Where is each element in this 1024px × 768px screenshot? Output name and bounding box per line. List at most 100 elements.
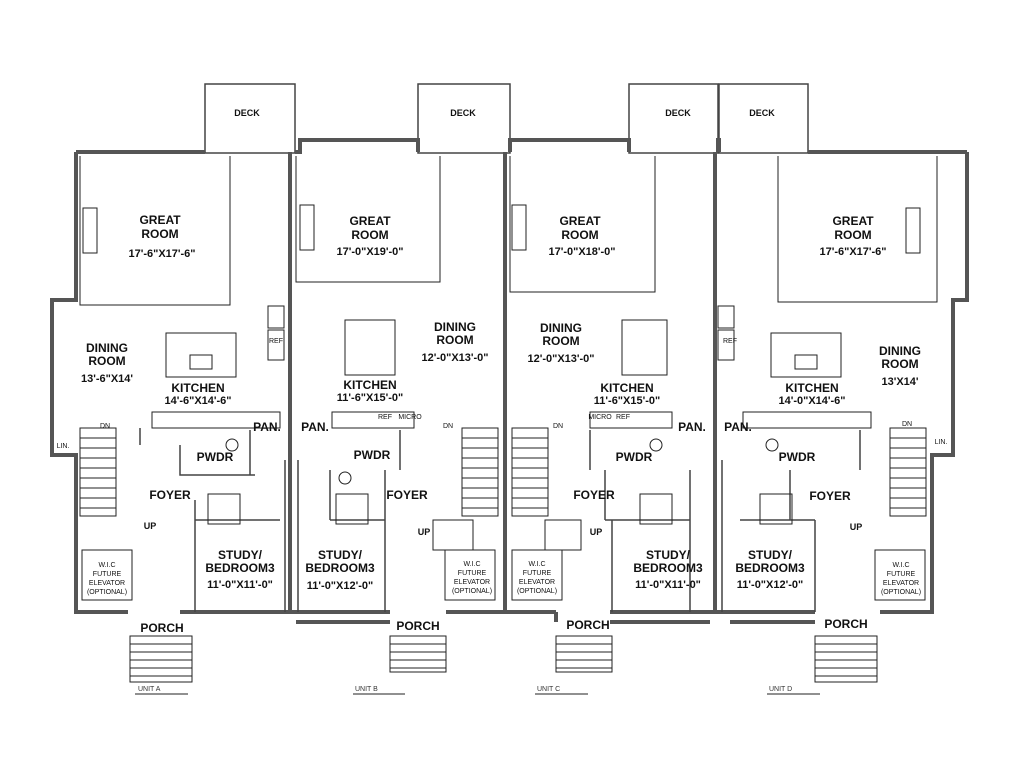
kitchen-dims: 14'-6"X14'-6" <box>164 395 231 407</box>
svg-text:ELEVATOR: ELEVATOR <box>519 579 555 586</box>
kitchen-label: KITCHEN <box>171 381 224 395</box>
unit-b-labels: GREAT ROOM 17'-0"X19'-0" DINING ROOM 12'… <box>301 214 492 693</box>
deck-unit-d: DECK <box>718 83 809 154</box>
study-label: STUDY/ <box>318 548 363 562</box>
kitchen-label: KITCHEN <box>600 381 653 395</box>
study-label: BEDROOM3 <box>633 561 703 575</box>
porch-label: PORCH <box>140 621 183 635</box>
stair-unit-d <box>889 427 927 517</box>
svg-text:FUTURE: FUTURE <box>523 570 552 577</box>
dining-room-label: DINING <box>879 344 921 358</box>
porch-label: PORCH <box>396 619 439 633</box>
dining-room-label: ROOM <box>542 334 579 348</box>
foyer-label: FOYER <box>149 488 191 502</box>
dining-room-label: ROOM <box>881 357 918 371</box>
deck-label: DECK <box>749 108 775 118</box>
unit-name: UNIT C <box>537 686 560 693</box>
svg-text:FUTURE: FUTURE <box>93 571 122 578</box>
study-label: STUDY/ <box>646 548 691 562</box>
linen-label: LIN. <box>935 439 948 446</box>
stair-down-label: DN <box>443 423 453 430</box>
stair-down-label: DN <box>100 423 110 430</box>
svg-text:ELEVATOR: ELEVATOR <box>454 579 490 586</box>
svg-text:(OPTIONAL): (OPTIONAL) <box>87 589 127 596</box>
deck-label: DECK <box>450 108 476 118</box>
powder-label: PWDR <box>354 448 391 462</box>
stair-unit-b <box>432 427 499 551</box>
dining-room-label: ROOM <box>436 333 473 347</box>
stair-down-label: DN <box>553 423 563 430</box>
wic-label: W.I.C <box>463 561 480 568</box>
unit-a-labels: GREAT ROOM 17'-6"X17'-6" DINING ROOM 13'… <box>57 213 281 693</box>
great-room-label: GREAT <box>139 213 181 227</box>
stair-up-label: UP <box>144 521 157 531</box>
building-outline <box>50 138 969 624</box>
svg-text:(OPTIONAL): (OPTIONAL) <box>452 588 492 595</box>
great-room-label: ROOM <box>351 228 388 242</box>
dining-room-dims: 13'X14' <box>881 376 918 388</box>
great-room-label: GREAT <box>832 214 874 228</box>
kitchen-dims: 11'-6"X15'-0" <box>594 395 660 407</box>
great-room-label: GREAT <box>559 214 601 228</box>
refrigerator-label: REF <box>723 338 737 345</box>
kitchen-label: KITCHEN <box>343 378 396 392</box>
foyer-label: FOYER <box>573 488 615 502</box>
stair-up-label: UP <box>418 527 431 537</box>
pantry-label: PAN. <box>724 420 752 434</box>
study-dims: 11'-0"X12'-0" <box>737 579 803 591</box>
unit-d-labels: GREAT ROOM 17'-6"X17'-6" DINING ROOM 13'… <box>724 214 947 693</box>
island-unit-a <box>165 332 237 378</box>
stair-down-label: DN <box>902 421 912 428</box>
stair-up-label: UP <box>590 527 603 537</box>
wic-box-unit-a <box>81 549 133 601</box>
svg-text:FUTURE: FUTURE <box>887 571 916 578</box>
study-label: BEDROOM3 <box>305 561 375 575</box>
unit-c-labels: GREAT ROOM 17'-0"X18'-0" DINING ROOM 12'… <box>517 214 706 693</box>
deck-unit-c: DECK <box>628 83 719 154</box>
svg-text:(OPTIONAL): (OPTIONAL) <box>517 588 557 595</box>
study-dims: 11'-0"X11'-0" <box>207 579 273 591</box>
powder-label: PWDR <box>779 450 816 464</box>
wic-label: W.I.C <box>892 562 909 569</box>
refrigerator-label: REF <box>269 338 283 345</box>
study-label: BEDROOM3 <box>205 561 275 575</box>
stairs <box>79 427 927 683</box>
linen-label: LIN. <box>57 443 70 450</box>
wic-box-unit-d <box>874 549 926 601</box>
pantry-label: PAN. <box>301 420 329 434</box>
island-unit-c <box>621 319 668 376</box>
dining-room-dims: 12'-0"X13'-0" <box>421 352 488 364</box>
deck-label: DECK <box>234 108 260 118</box>
refrigerator-label: REF <box>616 414 630 421</box>
kitchen-dims: 11'-6"X15'-0" <box>337 392 403 404</box>
unit-name: UNIT B <box>355 686 378 693</box>
great-room-label: ROOM <box>141 227 178 241</box>
svg-text:ELEVATOR: ELEVATOR <box>89 580 125 587</box>
great-room-dims: 17'-0"X19'-0" <box>336 246 403 258</box>
great-room-outlines <box>79 156 938 306</box>
refrigerator-label: REF <box>378 414 392 421</box>
deck-unit-b: DECK <box>417 83 511 154</box>
study-dims: 11'-0"X11'-0" <box>635 579 701 591</box>
great-room-label: ROOM <box>561 228 598 242</box>
dining-room-label: ROOM <box>88 354 125 368</box>
foyer-label: FOYER <box>809 489 851 503</box>
study-dims: 11'-0"X12'-0" <box>307 580 373 592</box>
wic-box-unit-b <box>444 549 496 601</box>
dining-room-dims: 13'-6"X14' <box>81 373 133 385</box>
dining-room-label: DINING <box>434 320 476 334</box>
great-room-dims: 17'-6"X17'-6" <box>128 248 195 260</box>
pantry-label: PAN. <box>678 420 706 434</box>
island-unit-d <box>770 332 842 378</box>
svg-text:ELEVATOR: ELEVATOR <box>883 580 919 587</box>
kitchen-fixtures <box>151 305 872 429</box>
porch-steps <box>129 635 878 683</box>
svg-text:FUTURE: FUTURE <box>458 570 487 577</box>
great-room-label: ROOM <box>834 228 871 242</box>
powder-label: PWDR <box>616 450 653 464</box>
deck-unit-a: DECK <box>204 83 296 154</box>
study-label: STUDY/ <box>748 548 793 562</box>
interior-walls <box>81 428 926 612</box>
dining-room-label: DINING <box>86 341 128 355</box>
foyer-label: FOYER <box>386 488 428 502</box>
